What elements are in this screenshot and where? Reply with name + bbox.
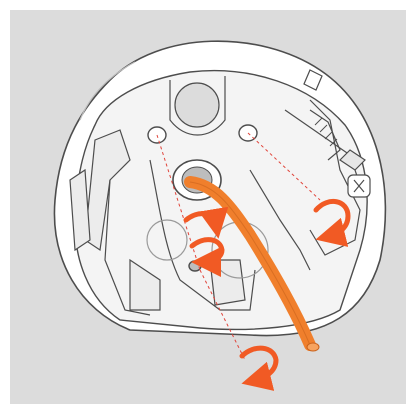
rotate-arrow-bottom-icon [242, 348, 276, 380]
screw-icon [189, 261, 201, 271]
illustration-panel [10, 10, 406, 404]
installation-diagram [10, 10, 406, 404]
